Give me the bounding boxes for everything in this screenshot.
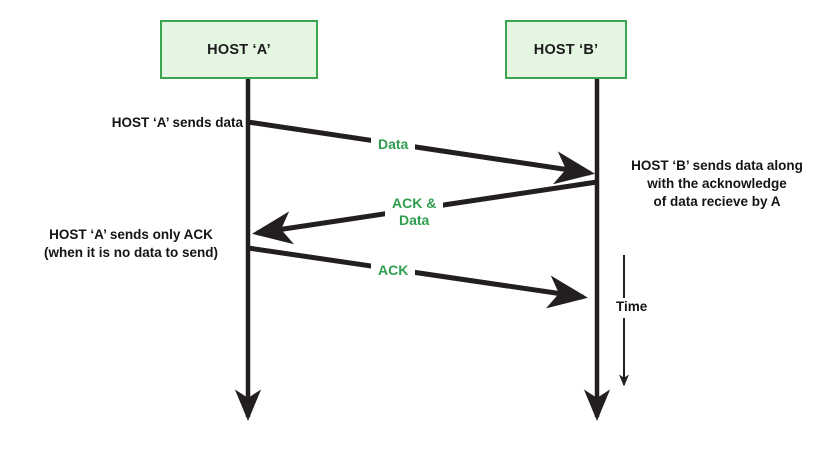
time-axis-label: Time	[612, 298, 652, 315]
host-a-label: HOST ‘A’	[207, 41, 271, 58]
note-host-b-sends-data: HOST ‘B’ sends data along with the ackno…	[631, 158, 803, 209]
message-label-data: Data	[371, 135, 416, 155]
message-arrow-ack	[247, 245, 588, 309]
host-box-a[interactable]: HOST ‘A’	[160, 20, 318, 79]
host-box-b[interactable]: HOST ‘B’	[505, 20, 627, 79]
message-arrow-data	[247, 119, 595, 185]
note-host-a-sends-only-ack: HOST ‘A’ sends only ACK (when it is no d…	[43, 227, 218, 260]
note-host-a-sends-data: HOST ‘A’ sends data	[111, 115, 243, 130]
message-label-ack-and-data: ACK & Data	[385, 194, 444, 231]
message-label-ack: ACK	[371, 261, 416, 281]
host-b-label: HOST ‘B’	[533, 41, 599, 58]
